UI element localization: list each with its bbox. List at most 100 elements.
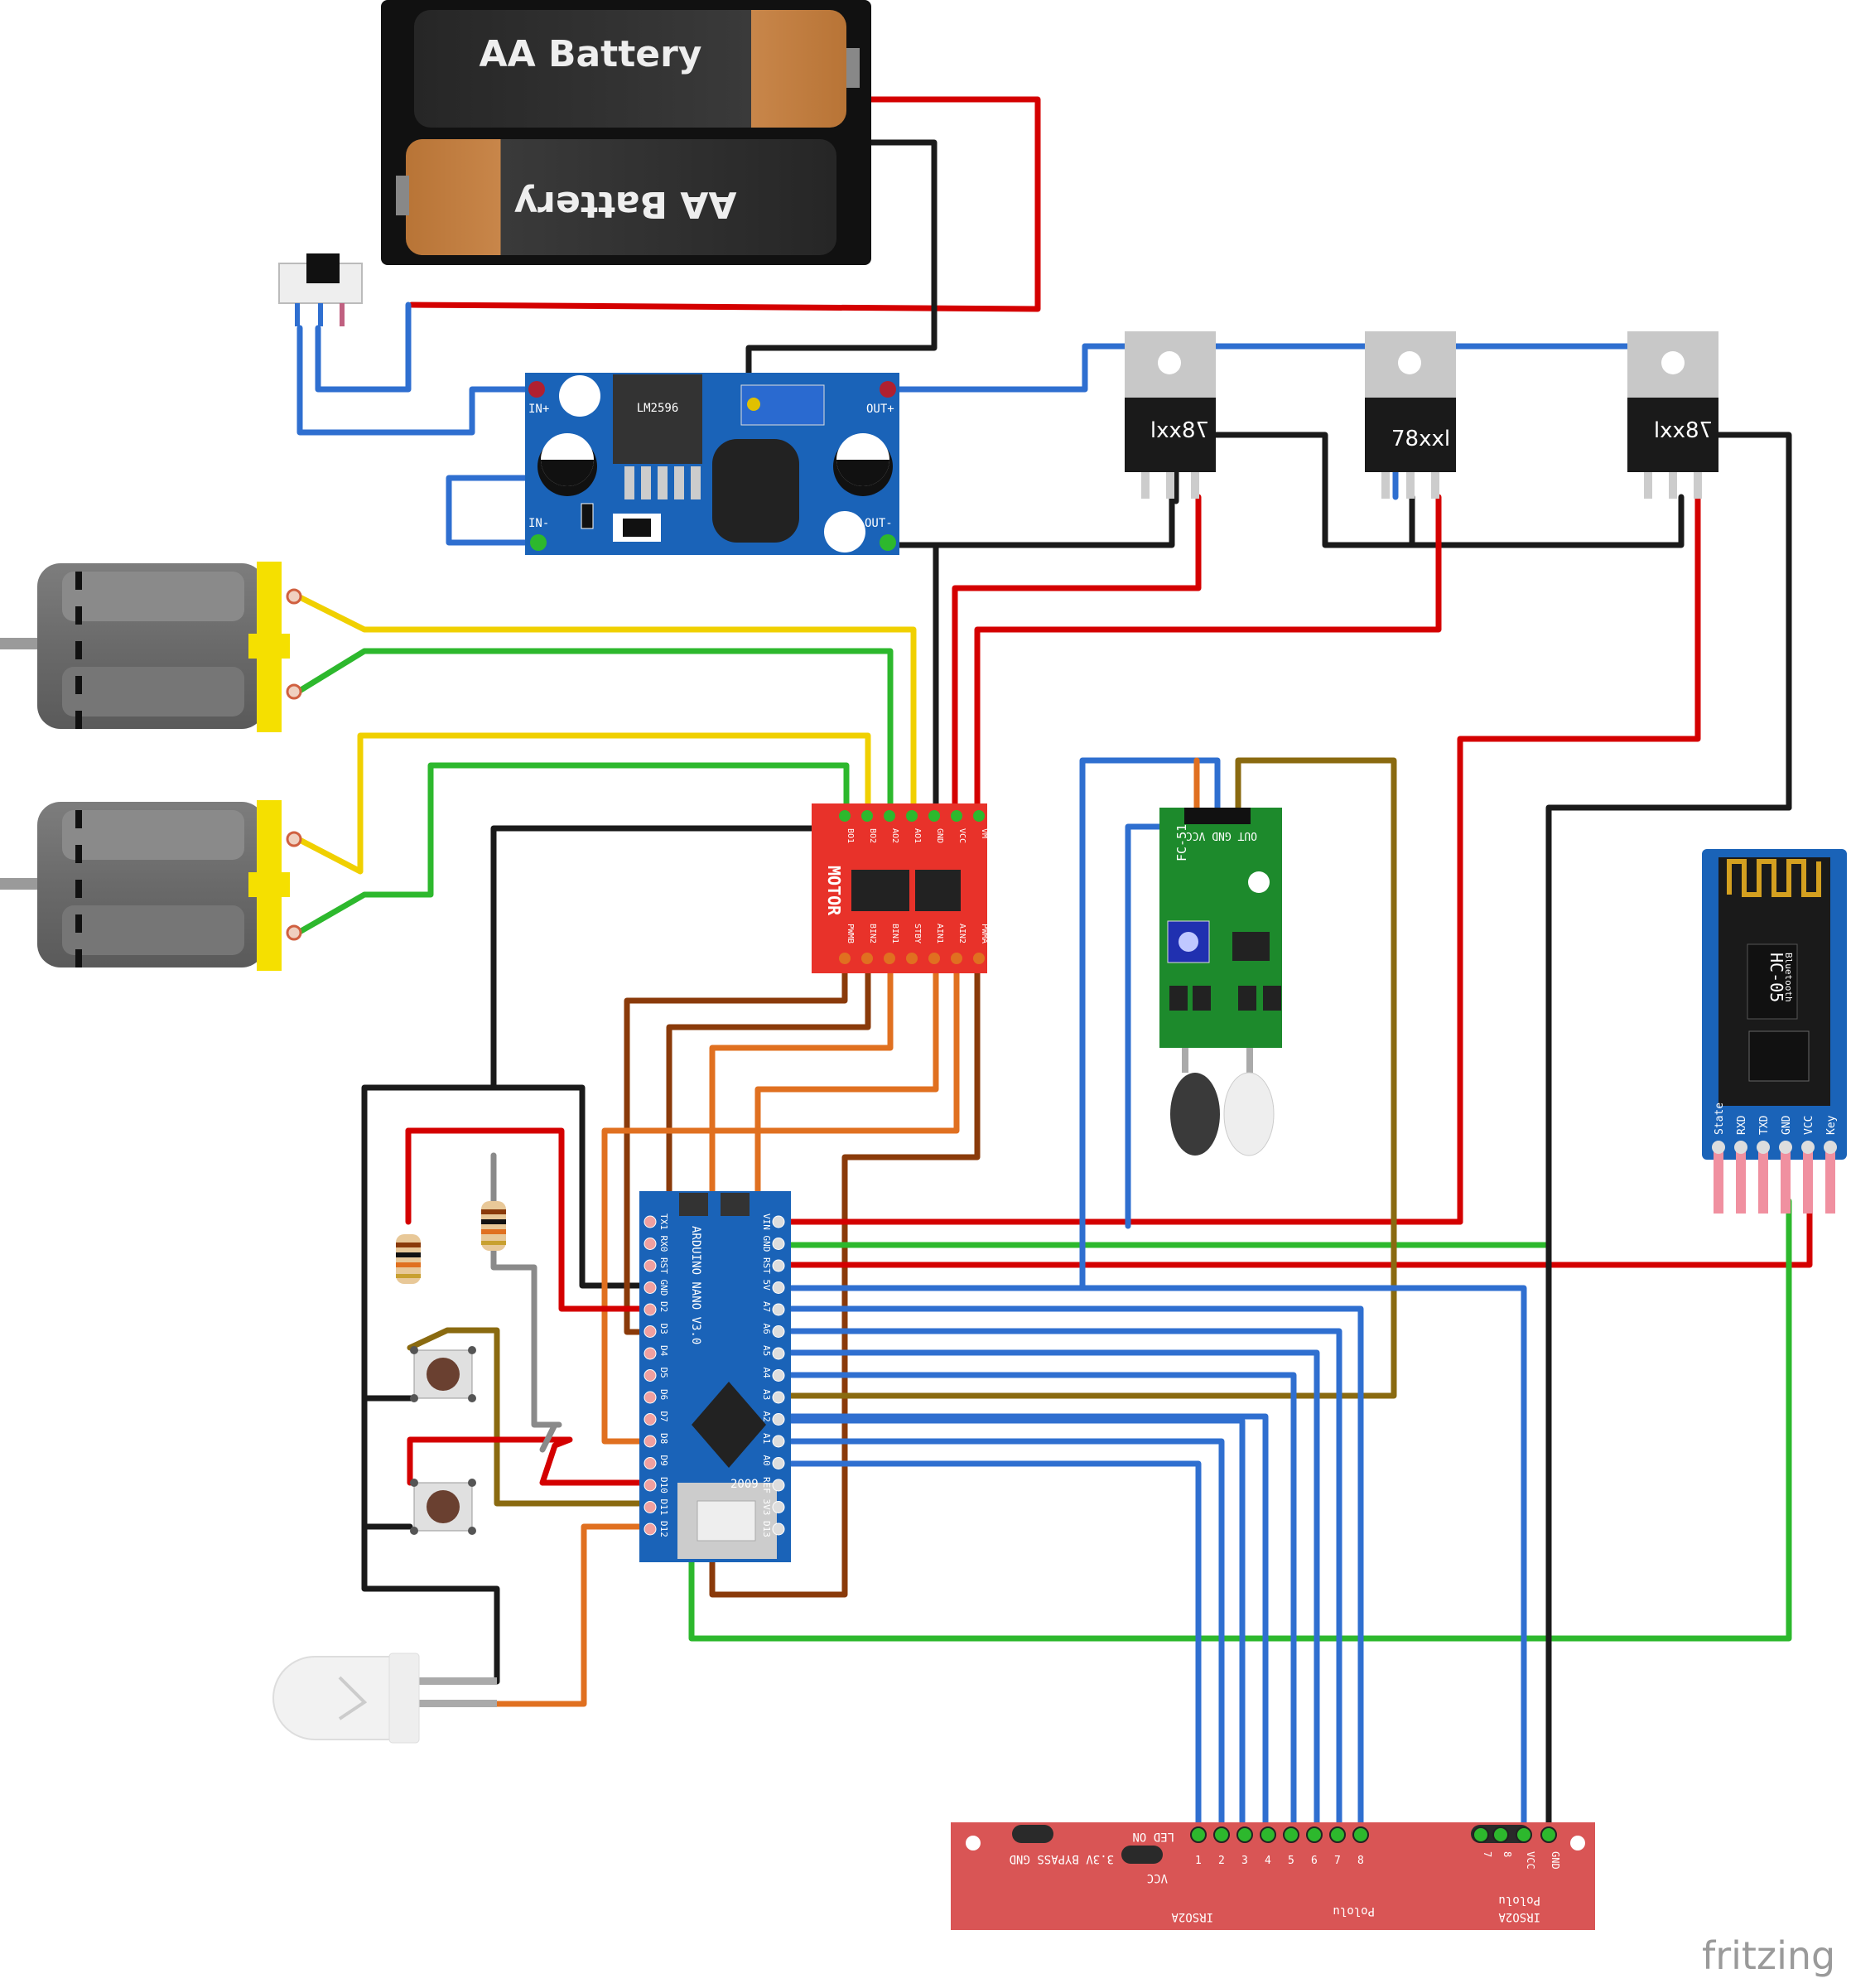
wire-reg1-out [952, 494, 1202, 819]
wire-ir-blue-1 [1079, 757, 1221, 1291]
arduino-left-pin-label: RX0 [658, 1236, 669, 1252]
battery-label-bottom: AA Battery [514, 183, 737, 225]
motor-driver-bottom-pin [861, 953, 873, 964]
arduino-left-pin-label: D4 [658, 1345, 669, 1357]
wire-switch-blue-a [315, 302, 412, 393]
qtr-bottom-2: Pololu [1333, 1904, 1375, 1918]
motor-driver-bottom-pin-label: AIN1 [935, 924, 944, 943]
arduino-left-pin-label: D9 [658, 1455, 669, 1466]
buck-pin-in-minus: IN- [528, 517, 549, 530]
bluetooth-pin-pad [1757, 1141, 1770, 1154]
qtr-pin-label: 3 [1241, 1855, 1248, 1867]
ir-sensor: OUT GND VCC FC-51 [1159, 808, 1282, 1156]
arduino-left-pin-label: GND [658, 1280, 669, 1296]
wire-a2 [775, 1417, 1246, 1838]
ir-sensor-pins: OUT GND VCC [1186, 829, 1257, 842]
motor-driver-top-pin [928, 810, 940, 822]
buck-pin-out-plus: OUT+ [866, 403, 894, 416]
wire-motor2-green [295, 762, 850, 936]
wire-out-minus-gnd [887, 494, 1175, 548]
wire-5v-red [730, 1198, 1813, 1268]
wire-ir-olive [775, 757, 1397, 1399]
motor-driver-bottom-pin [951, 953, 962, 964]
battery-label-top: AA Battery [480, 33, 702, 75]
qtr-top-text: 3.3V BYPASS GND [1010, 1852, 1114, 1865]
fritzing-watermark: fritzing [1702, 1933, 1835, 1978]
bluetooth-pin-label: VCC [1803, 1116, 1815, 1135]
buck-pin-in-plus: IN+ [528, 403, 549, 416]
arduino-right-pin [772, 1347, 785, 1360]
ir-sensor-model: FC-51 [1174, 824, 1189, 861]
arduino-right-pin-label: VIN [761, 1214, 772, 1230]
wire-a3 [775, 1413, 1269, 1838]
wire-ain2-orange [601, 955, 960, 1445]
motor-driver-top-pin-label: AO1 [913, 828, 922, 843]
bluetooth-pin-label: Key [1825, 1115, 1838, 1135]
motor-driver-bottom-pin [884, 953, 895, 964]
arduino-left-pin-label: D8 [658, 1433, 669, 1444]
wire-motor1-yellow [295, 593, 917, 819]
bluetooth-pin-pad [1712, 1141, 1725, 1154]
arduino-left-pin-label: D12 [658, 1521, 669, 1537]
resistor-2 [481, 1201, 506, 1251]
wire-red-button2 [407, 1436, 653, 1486]
qtr-bottom-3: IRSO2A [1498, 1910, 1540, 1923]
bluetooth-pin [1781, 1147, 1791, 1214]
motor-driver-top-pin [861, 810, 873, 822]
lm2596-chip [613, 374, 702, 464]
wire-a0 [775, 1460, 1202, 1838]
arduino-left-pin-label: TX1 [658, 1214, 669, 1230]
motor-driver-top-pin-label: VCC [957, 828, 966, 843]
bluetooth-pin [1714, 1147, 1723, 1214]
motor-driver-bottom-pin [906, 953, 918, 964]
arduino-left-pin [644, 1501, 657, 1513]
wire-grey-resistor-2 [490, 1152, 562, 1428]
arduino-left-pin-label: D7 [658, 1411, 669, 1422]
qtr-pin-label: 8 [1357, 1855, 1364, 1867]
arduino-right-pin [772, 1215, 785, 1228]
qtr-extra-pin-label: GND [1550, 1851, 1561, 1870]
arduino-left-pin-label: D5 [658, 1368, 669, 1378]
qtr-pin [1306, 1826, 1323, 1843]
wire-a4 [775, 1372, 1297, 1838]
wire-switch-blue-b [296, 325, 540, 436]
qtr-bottom-4: Pololu [1498, 1894, 1540, 1907]
bluetooth-pin-pad [1824, 1141, 1837, 1154]
bluetooth-pin [1758, 1147, 1768, 1214]
motor-driver-title: MOTOR [824, 866, 844, 916]
bluetooth-pin-label: RXD [1736, 1115, 1748, 1135]
slide-switch [278, 253, 363, 326]
wire-5v-blue-qtr [775, 1285, 1527, 1838]
qtr-led-on: LED ON [1132, 1830, 1174, 1843]
wire-driver-gnd-black [490, 825, 827, 1289]
wire-bin2-brown [666, 955, 871, 1358]
arduino-left-pin [644, 1457, 657, 1469]
regulator-1-label: 78xxl [1150, 418, 1209, 443]
wire-a5 [775, 1349, 1320, 1838]
motor-driver-top-pin-label: GND [935, 828, 944, 843]
wire-black-led [361, 1395, 500, 1685]
wire-black-bt-gnd [1545, 804, 1792, 1838]
arduino-right-pin [772, 1303, 785, 1316]
arduino-right-pin [772, 1325, 785, 1338]
wire-gnd-reg3 [1694, 432, 1792, 811]
motor-driver-bottom-pin-label: BIN2 [868, 924, 877, 943]
regulator-2: 78xxl [1365, 331, 1456, 499]
buck-pin-out-minus: OUT- [865, 517, 893, 530]
arduino-right-pin [772, 1501, 785, 1513]
regulator-3-label: 78xxl [1654, 418, 1713, 443]
arduino-right-pin [772, 1522, 785, 1536]
arduino-left-pin [644, 1325, 657, 1338]
bluetooth-pin-pad [1801, 1141, 1815, 1154]
qtr-pin-label: 2 [1218, 1855, 1225, 1867]
qtr-pin [1236, 1826, 1253, 1843]
ir-emitter-dark [1170, 1073, 1220, 1156]
battery-cell-top [414, 10, 846, 128]
arduino-right-pin [772, 1238, 785, 1250]
arduino-left-pin-label: RST [658, 1257, 669, 1274]
motor-driver-bottom-pin-label: PWMB [846, 924, 855, 943]
arduino-right-pin [772, 1391, 785, 1404]
